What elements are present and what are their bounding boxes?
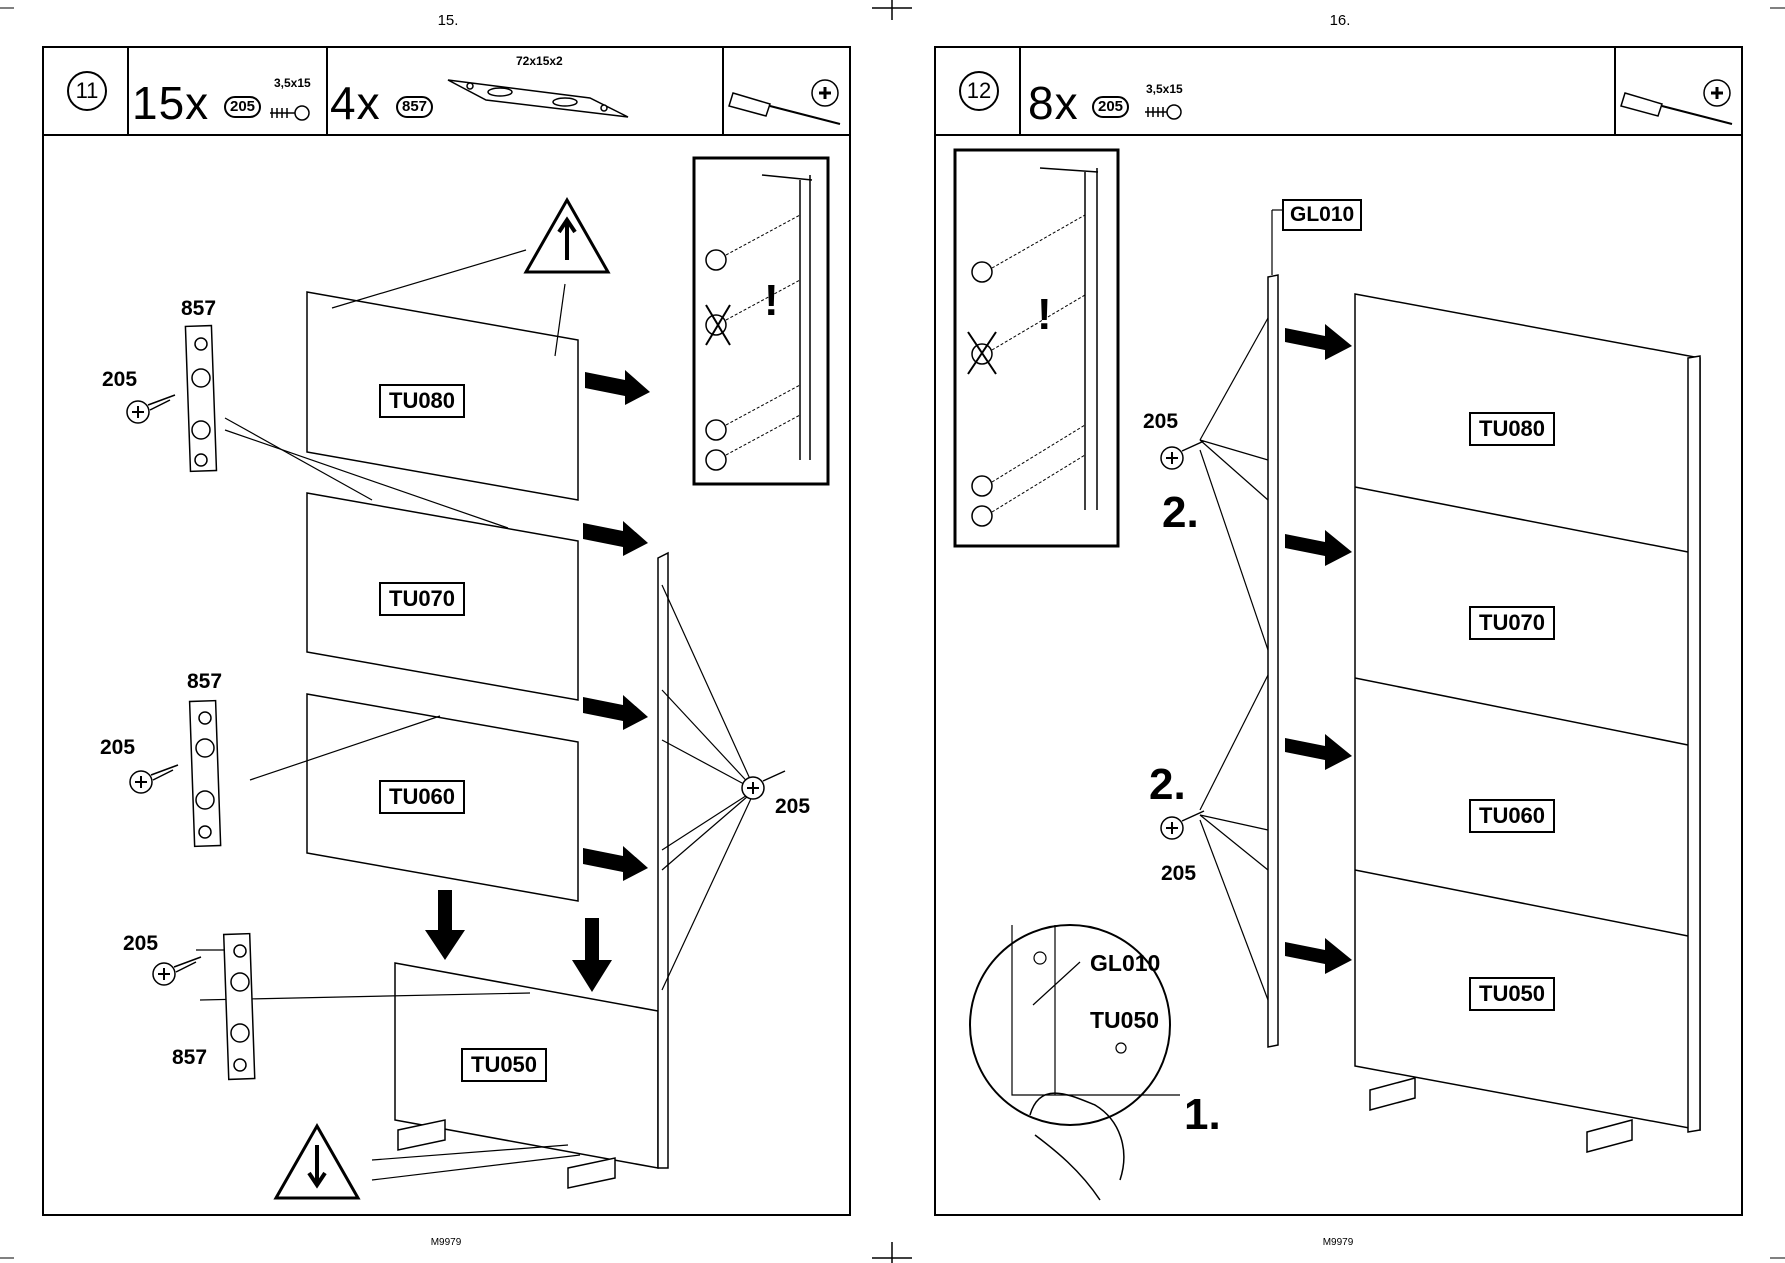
plate-label: 857 <box>181 297 217 320</box>
feet <box>397 1119 616 1189</box>
connector-plates <box>184 324 256 1081</box>
arrows <box>425 370 650 992</box>
detail-inset <box>953 148 1120 548</box>
panel-label: TU050 <box>1469 977 1556 1011</box>
panel-label: TU080 <box>1469 412 1556 446</box>
side-panel <box>1267 274 1279 1048</box>
part-code: 857 <box>396 96 434 118</box>
step-marker: 2. <box>1162 488 1199 537</box>
screw-label: 205 <box>775 795 811 818</box>
feet <box>1369 1077 1633 1153</box>
connector-plate-icon <box>447 79 629 118</box>
screw-icon <box>1145 104 1182 120</box>
page-number-left: 15. <box>437 12 459 29</box>
page-number-right: 16. <box>1329 12 1351 29</box>
screw-label: 205 <box>1143 410 1179 433</box>
screw-label: 205 <box>1161 862 1197 885</box>
step-11-frame: 11 15x 205 3,5x15 4x 857 72x15x2 <box>42 46 851 1216</box>
step-12-header <box>936 48 1741 136</box>
warning-up-icon <box>523 196 611 274</box>
step-number: 11 <box>67 71 107 111</box>
screwdriver-icon <box>1620 79 1733 125</box>
part-code: 205 <box>224 96 262 118</box>
panel-label: TU080 <box>379 384 466 418</box>
panel-shapes <box>1354 293 1701 1133</box>
step-11-header <box>44 48 849 136</box>
part-qty: 15x <box>132 77 210 129</box>
panel-label: TU050 <box>461 1048 548 1082</box>
warning-down-icon <box>273 1122 361 1200</box>
warning-symbol: ! <box>764 276 779 325</box>
screw-label: 205 <box>102 368 138 391</box>
part-size: 3,5x15 <box>274 76 311 90</box>
panel-label: TU060 <box>379 780 466 814</box>
part-size: 72x15x2 <box>516 54 563 68</box>
warning-symbol: ! <box>1037 290 1052 339</box>
step-12-frame: 12 8x 205 3,5x15 <box>934 46 1743 1216</box>
screw-icon <box>126 394 786 986</box>
leader-lines <box>196 249 756 1181</box>
part-code: 205 <box>1092 96 1130 118</box>
step-marker: 1. <box>1184 1090 1221 1139</box>
panel-label: TU070 <box>1469 606 1556 640</box>
plate-label: 857 <box>172 1046 208 1069</box>
screw-label: 205 <box>100 736 136 759</box>
part-qty: 8x <box>1028 77 1079 129</box>
screw-label: 205 <box>123 932 159 955</box>
detail-magnifier <box>969 924 1180 1201</box>
detail-side-label: GL010 <box>1090 950 1161 976</box>
panel-label: TU070 <box>379 582 466 616</box>
detail-panel-label: TU050 <box>1090 1007 1160 1033</box>
footer-code-left: M9979 <box>430 1237 462 1248</box>
detail-inset <box>692 156 830 486</box>
footer-code-right: M9979 <box>1322 1237 1354 1248</box>
screw-icon <box>1160 440 1205 840</box>
leader-lines <box>1199 209 1282 1001</box>
step-marker: 2. <box>1149 760 1186 809</box>
part-qty: 4x <box>330 77 381 129</box>
plate-label: 857 <box>187 670 223 693</box>
step-number: 12 <box>959 71 999 111</box>
side-panel-label: GL010 <box>1282 199 1363 231</box>
panel-label: TU060 <box>1469 799 1556 833</box>
arrows <box>1285 324 1352 974</box>
screwdriver-icon <box>728 79 841 125</box>
screw-icon <box>270 105 310 121</box>
part-size: 3,5x15 <box>1146 82 1183 96</box>
